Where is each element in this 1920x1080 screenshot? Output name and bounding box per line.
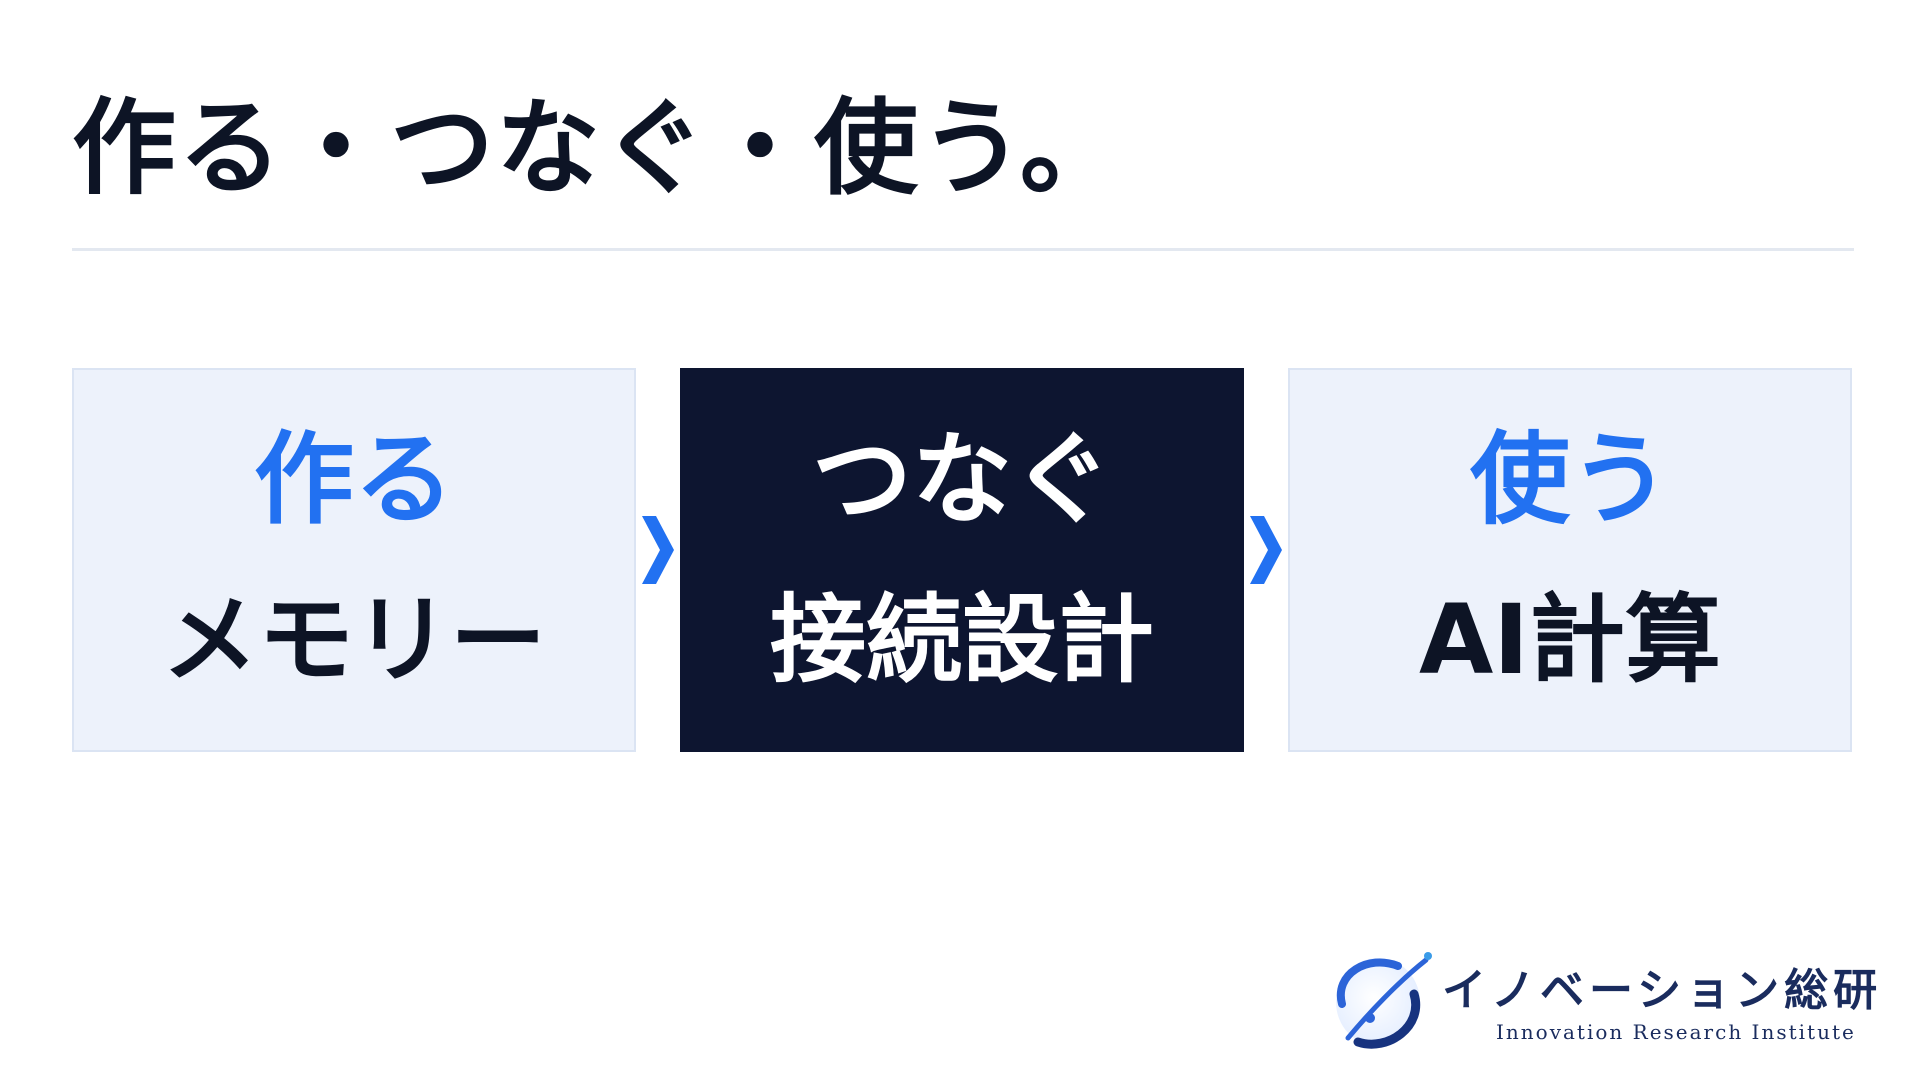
title-divider xyxy=(72,248,1854,251)
step-label-connection-design: 接続設計 xyxy=(770,584,1154,696)
slide-title: 作る・つなぐ・使う。 xyxy=(72,87,1126,209)
step-label-ai-compute: AI計算 xyxy=(1418,584,1721,696)
step-card-make: 作る メモリー xyxy=(72,368,636,752)
logo-name-japanese: イノベーション総研 xyxy=(1442,965,1883,1016)
chevron-right-icon xyxy=(1250,516,1282,584)
step-label-memory: メモリー xyxy=(162,584,546,696)
step-heading-connect: つなぐ xyxy=(812,421,1112,538)
step-card-use: 使う AI計算 xyxy=(1288,368,1852,752)
company-logo: イノベーション総研 Innovation Research Institute xyxy=(1328,944,1888,1064)
orbit-logo-icon xyxy=(1336,952,1432,1049)
step-card-connect: つなぐ 接続設計 xyxy=(680,368,1244,752)
step-heading-use: 使う xyxy=(1470,421,1670,538)
step-heading-make: 作る xyxy=(254,421,454,538)
chevron-right-icon xyxy=(642,516,674,584)
logo-name-english: Innovation Research Institute xyxy=(1496,1020,1856,1044)
